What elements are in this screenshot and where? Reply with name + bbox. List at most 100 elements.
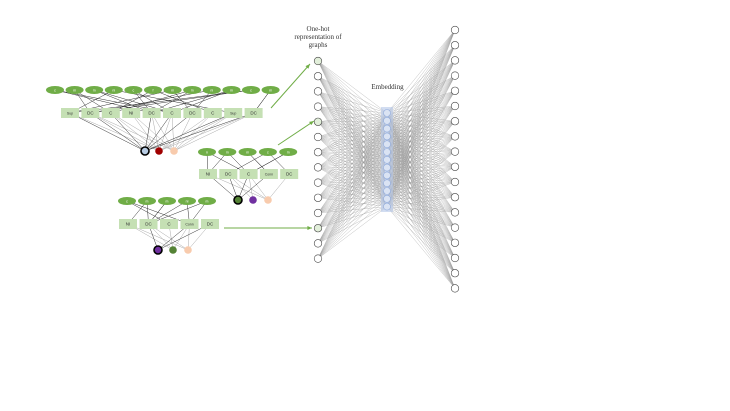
network-edge	[317, 121, 388, 160]
network-edge	[386, 120, 456, 137]
network-edge	[317, 91, 388, 137]
network-edge	[386, 29, 456, 199]
network-edge	[317, 120, 388, 259]
network-edge	[386, 198, 456, 243]
network-edge	[317, 144, 388, 153]
network-edge	[317, 112, 388, 214]
graph-node	[258, 148, 277, 156]
graph-node	[158, 197, 176, 205]
group-box	[239, 169, 258, 179]
network-edge	[386, 75, 456, 199]
network-edge	[317, 121, 388, 207]
input-node	[313, 117, 323, 126]
network-edge	[317, 106, 388, 129]
group-box	[81, 108, 100, 118]
network-edge	[317, 190, 388, 214]
network-edge	[386, 159, 456, 213]
network-edge	[386, 128, 456, 183]
network-edge	[317, 175, 388, 183]
network-edge	[386, 190, 456, 274]
embedding-node	[383, 202, 391, 211]
graph-edge	[171, 112, 175, 152]
input-node	[313, 193, 323, 202]
network-edge	[317, 152, 388, 184]
output-node	[450, 147, 460, 156]
network-edge	[386, 198, 456, 274]
output-node	[450, 208, 460, 217]
group-box	[219, 169, 238, 179]
network-edge	[386, 121, 456, 199]
group-box	[163, 108, 181, 118]
network-edge	[386, 175, 456, 243]
network-edge	[386, 120, 456, 183]
group-label: DC	[225, 172, 232, 177]
network-edge	[386, 151, 456, 160]
graph-node	[163, 86, 182, 94]
group-label: DC	[207, 222, 214, 227]
output-node	[450, 177, 460, 187]
network-edge	[386, 121, 456, 207]
group-box	[101, 108, 120, 118]
output-node	[450, 41, 460, 50]
network-edge	[386, 112, 456, 152]
network-edge	[317, 183, 388, 259]
graph-output-node	[170, 147, 178, 155]
input-node	[313, 163, 323, 172]
network-edge	[386, 29, 456, 121]
network-edge	[317, 121, 388, 199]
network-edge	[317, 76, 388, 168]
network-edge	[386, 159, 456, 228]
network-edge	[386, 136, 456, 160]
network-edge	[317, 198, 388, 259]
network-edge	[317, 60, 388, 137]
network-edge	[386, 206, 456, 213]
network-edge	[317, 60, 388, 121]
network-edge	[317, 120, 388, 122]
network-edge	[386, 29, 456, 137]
network-edge	[386, 151, 456, 198]
group-box	[61, 108, 79, 118]
network-edge	[386, 175, 456, 259]
network-edge	[317, 136, 388, 192]
network-edge	[386, 112, 456, 137]
network-edge	[386, 29, 456, 192]
network-edge	[386, 183, 456, 213]
graph-node	[178, 197, 196, 205]
graph-output-node	[264, 196, 272, 204]
network-edge	[386, 183, 456, 274]
group-label: NI	[126, 222, 131, 227]
network-edge	[386, 190, 456, 198]
network-edge	[317, 112, 388, 122]
network-edge	[317, 152, 388, 207]
network-edge	[317, 128, 388, 259]
graph-edge	[69, 112, 160, 152]
graph-node-label: f	[153, 89, 154, 93]
graph-node-label: m	[226, 151, 229, 155]
network-edge	[317, 76, 388, 121]
network-edge	[317, 167, 388, 192]
network-edge	[317, 60, 388, 114]
embedding-node	[383, 117, 391, 125]
network-edge	[317, 120, 388, 168]
embedding-node	[383, 187, 391, 195]
embedding-node	[383, 163, 391, 172]
network-edge	[386, 136, 456, 167]
network-edge	[386, 144, 456, 213]
network-edge	[386, 166, 456, 199]
network-edge	[317, 106, 388, 153]
network-edge	[317, 121, 388, 184]
network-edge	[386, 159, 456, 183]
embedding-node	[383, 109, 391, 117]
network-edge	[386, 175, 456, 228]
network-edge	[386, 167, 456, 243]
network-edge	[317, 136, 388, 199]
graph-edge	[158, 112, 254, 152]
graph-edge	[151, 112, 160, 152]
network-edge	[386, 166, 456, 184]
network-edge	[317, 136, 388, 184]
network-edge	[317, 76, 388, 153]
network-edge	[386, 121, 456, 129]
group-label: DC	[148, 111, 155, 116]
output-node	[450, 86, 460, 95]
input-node	[313, 239, 323, 248]
